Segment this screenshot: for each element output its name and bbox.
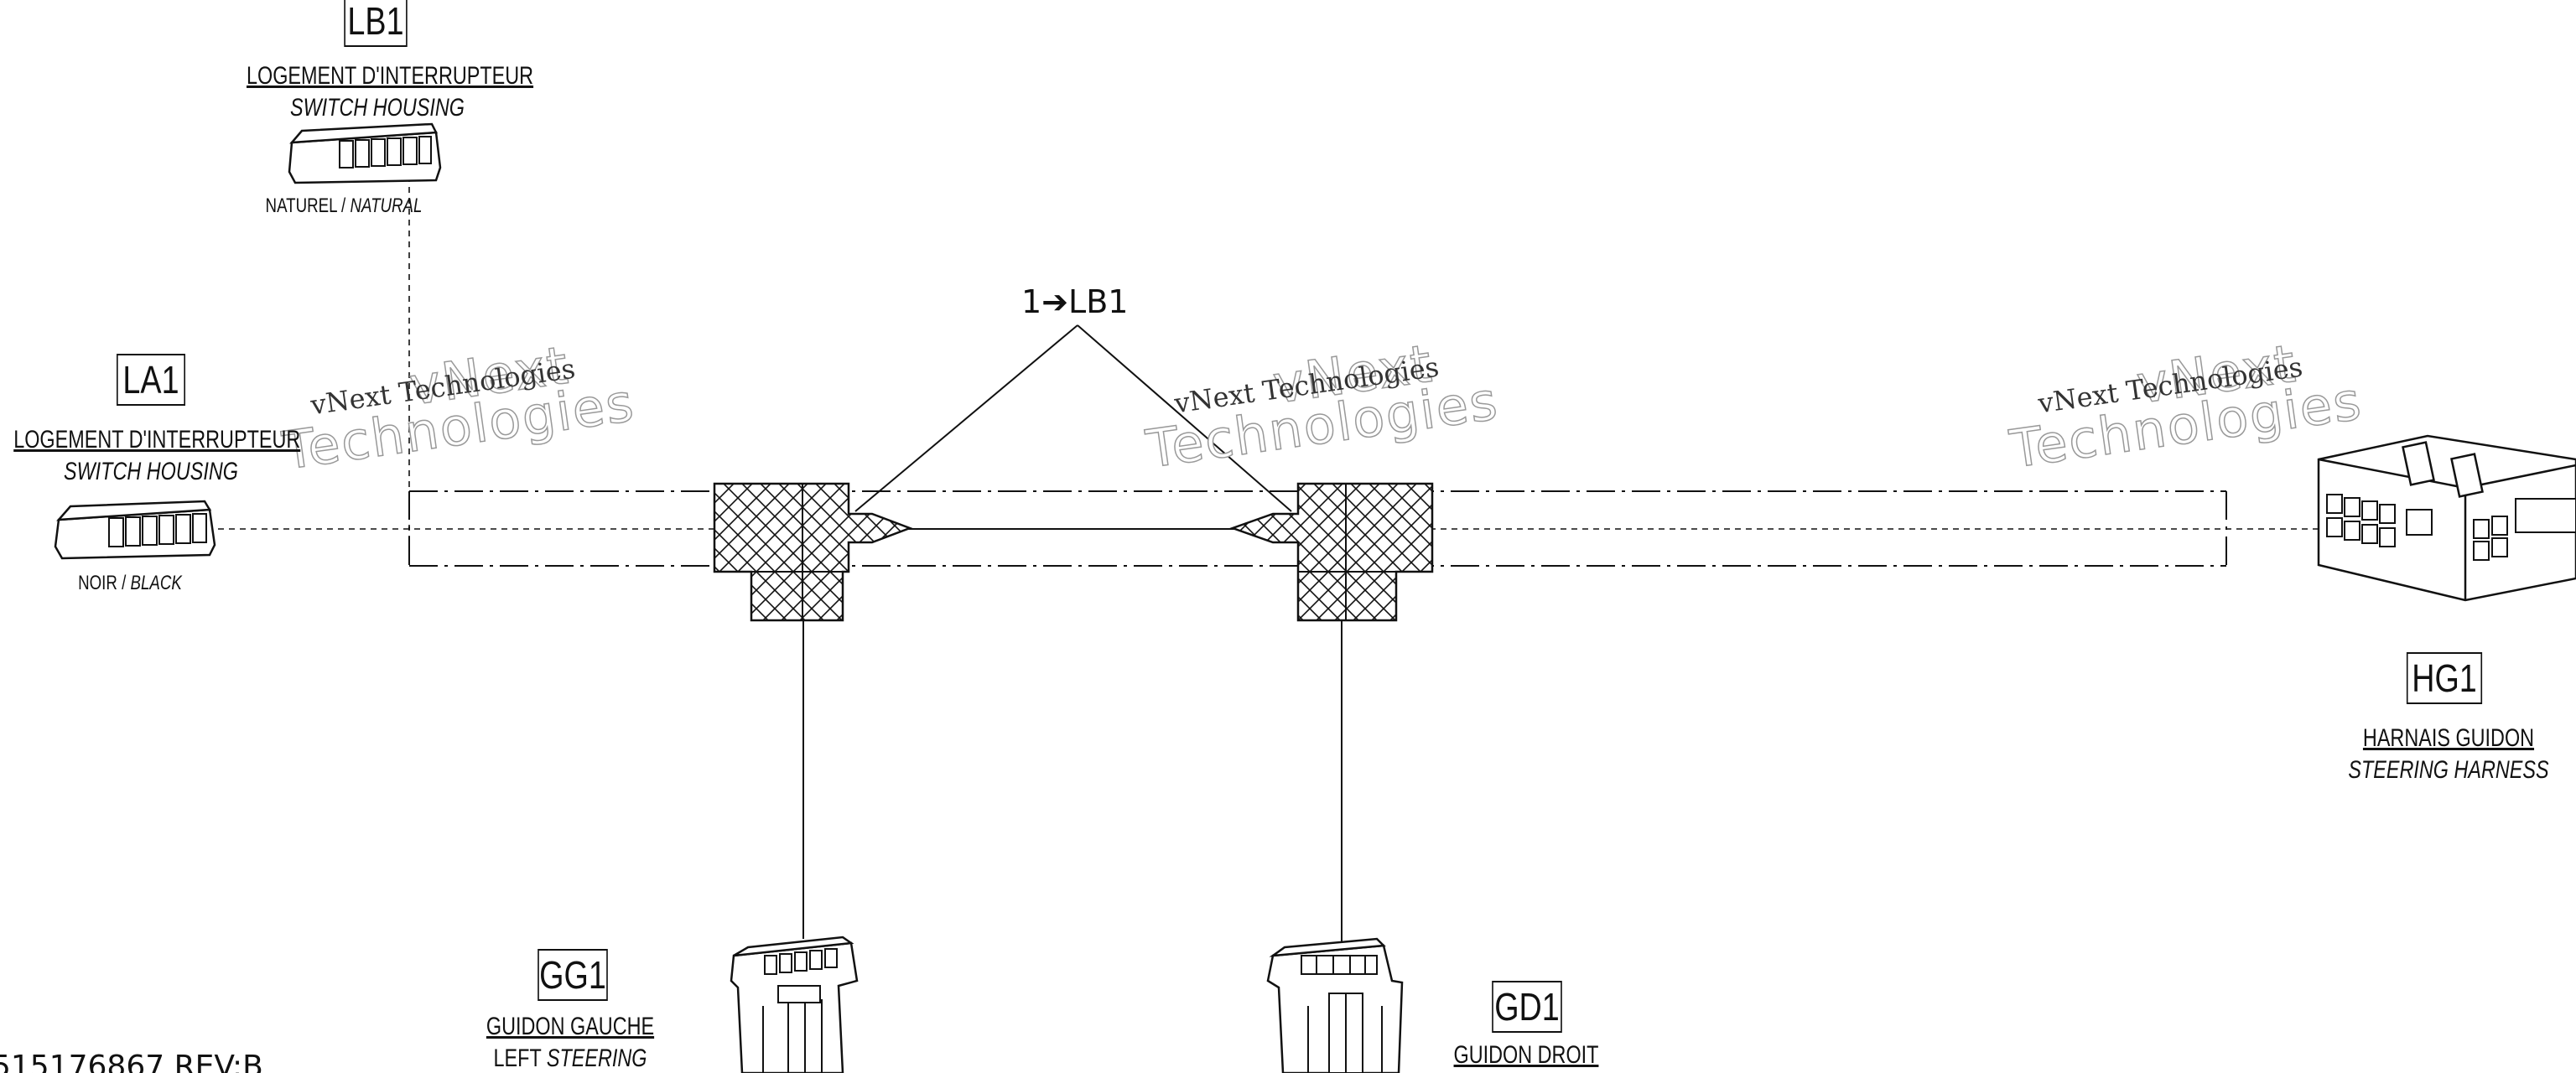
- lb1-caption: LOGEMENT D'INTERRUPTEUR SWITCH HOUSING: [247, 60, 534, 124]
- gg1-name-en: LEFT STEERING: [472, 1043, 668, 1073]
- harness-center-wire: [218, 176, 2323, 566]
- la1-connector-drawing: [54, 500, 216, 560]
- hg1-name-fr: HARNAIS GUIDON: [2362, 724, 2535, 752]
- lb1-name-fr: LOGEMENT D'INTERRUPTEUR: [247, 62, 534, 90]
- gg1-connector-drawing: [730, 936, 859, 1073]
- la1-id-box: LA1: [117, 354, 185, 406]
- lb1-connector-drawing: [288, 122, 442, 184]
- gg1-name-en-plain: LEFT: [493, 1044, 542, 1072]
- la1-caption: LOGEMENT D'INTERRUPTEUR SWITCH HOUSING: [13, 424, 301, 488]
- part-number: 515176867 REV:B: [0, 1050, 263, 1073]
- gd1-caption: GUIDON DROIT: [1428, 1039, 1624, 1071]
- left-splice-block: [713, 482, 913, 622]
- lb1-color-fr: NATUREL: [265, 194, 337, 217]
- hg1-name-en: STEERING HARNESS: [2348, 756, 2549, 784]
- la1-color-fr: NOIR: [78, 572, 117, 594]
- gg1-name-en-italic: STEERING: [546, 1044, 647, 1072]
- la1-color-en: BLACK: [130, 572, 182, 594]
- la1-name-en: SWITCH HOUSING: [63, 458, 238, 485]
- right-splice-block: [1229, 482, 1434, 622]
- gd1-id-box: GD1: [1492, 981, 1562, 1033]
- gg1-name-fr: GUIDON GAUCHE: [486, 1013, 655, 1040]
- callout-leader: [854, 324, 1292, 512]
- gg1-caption: GUIDON GAUCHE LEFT STEERING: [472, 1011, 668, 1073]
- lb1-name-en: SWITCH HOUSING: [289, 94, 465, 122]
- gg1-id-box: GG1: [538, 949, 608, 1001]
- gd1-connector-drawing: [1266, 937, 1404, 1073]
- hg1-connector-drawing: [2317, 434, 2576, 602]
- la1-color-label: NOIR / BLACK: [78, 572, 182, 594]
- gd1-name-fr: GUIDON DROIT: [1453, 1041, 1599, 1069]
- lb1-id-box: LB1: [344, 0, 408, 47]
- la1-name-fr: LOGEMENT D'INTERRUPTEUR: [13, 426, 301, 454]
- hg1-caption: HARNAIS GUIDON STEERING HARNESS: [2318, 723, 2576, 786]
- lb1-color-en: NATURAL: [350, 194, 423, 217]
- splice-callout: 1➔LB1: [1021, 283, 1129, 320]
- lb1-color-label: NATUREL / NATURAL: [265, 194, 423, 217]
- branch-wires: [802, 620, 1343, 943]
- hg1-id-box: HG1: [2406, 652, 2483, 704]
